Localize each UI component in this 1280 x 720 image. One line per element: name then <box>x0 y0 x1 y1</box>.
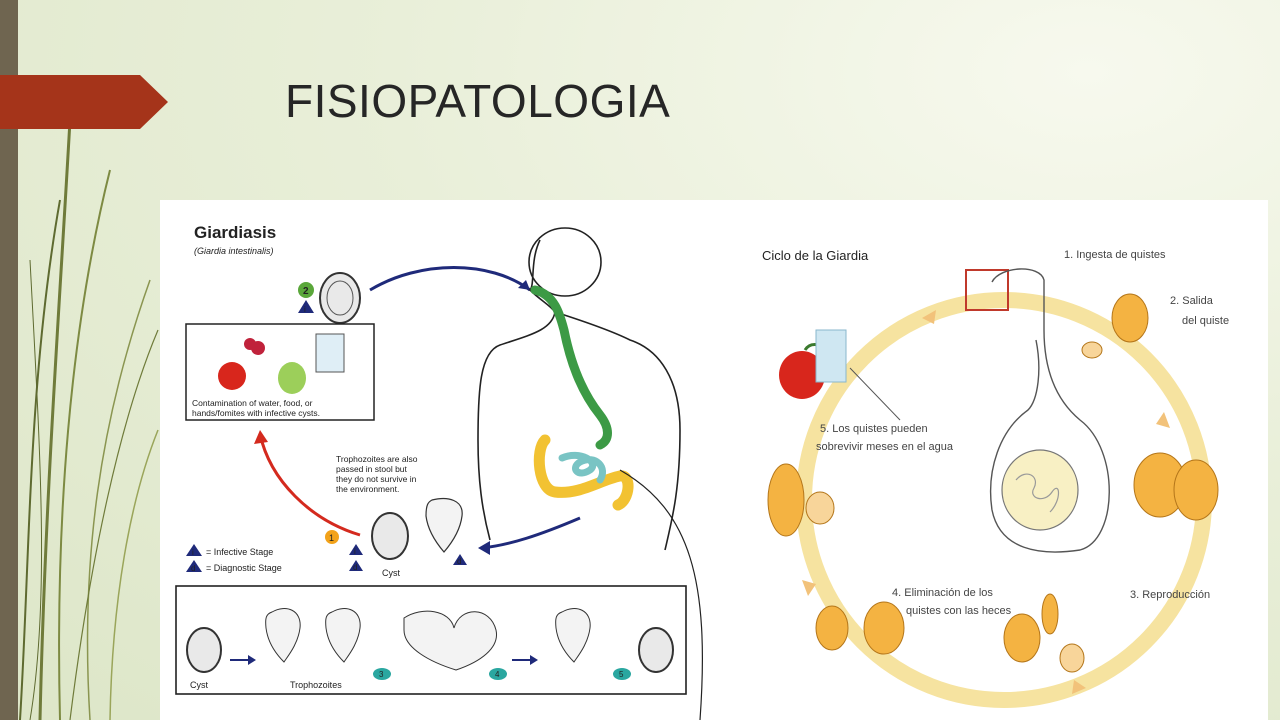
cycle-step-3: 3. Reproducción <box>1130 589 1210 601</box>
cycle-step-4-line2: quistes con las heces <box>906 605 1012 617</box>
strip-cyst-2-icon <box>638 627 674 673</box>
intestine-loops <box>1001 449 1079 531</box>
grass-decoration <box>19 119 159 720</box>
body-outline <box>989 268 1110 553</box>
giardiasis-subtitle: (Giardia intestinalis) <box>194 246 274 256</box>
arrow-from-intestine-head <box>478 541 490 555</box>
cycle-title: Ciclo de la Giardia <box>762 248 869 263</box>
cycle-step-5-line2: sobrevivir meses en el agua <box>816 441 954 453</box>
step-3-marker <box>373 668 391 680</box>
step5-pointer <box>849 367 901 421</box>
step-4-number: 4 <box>495 670 500 679</box>
contamination-text-1: Contamination of water, food, or <box>192 398 313 408</box>
diagram-panel: Giardiasis (Giardia intestinalis) 2 i Co… <box>160 200 1268 720</box>
diagnostic-marker-letter: d <box>353 563 357 572</box>
infective-marker-letter: i <box>304 305 306 314</box>
raspberry-icon-2 <box>244 338 256 350</box>
step-5-marker <box>613 668 631 680</box>
infective-marker-2-icon <box>349 544 363 555</box>
cycle-step-2-line1: 2. Salida <box>1170 295 1214 307</box>
cycle-cyst-left-1 <box>767 463 805 537</box>
pear-icon <box>278 362 306 394</box>
strip-arrow-2-head <box>530 655 538 665</box>
arrow-contamination <box>258 433 361 537</box>
intestine-detail <box>1015 473 1060 513</box>
legend-diagnostic-text: = Diagnostic Stage <box>206 563 282 573</box>
infective-marker-icon <box>298 300 314 313</box>
step-5-number: 5 <box>619 670 624 679</box>
cycle-water-glass-icon <box>815 329 847 383</box>
step-1-number: 1 <box>329 533 334 543</box>
legend-diagnostic-letter: d <box>191 564 195 573</box>
sidebar-band <box>0 0 18 720</box>
arrow-contamination-head <box>254 430 268 444</box>
cyst-icon <box>319 272 361 324</box>
cycle-step-5-line1: 5. Los quistes pueden <box>820 423 928 435</box>
legend-infective-text: = Infective Stage <box>206 547 273 557</box>
cycle-cyst-bottom-2 <box>1059 643 1085 673</box>
arrow-to-mouth-head <box>518 280 530 290</box>
step-4-marker <box>489 668 507 680</box>
trophozoite-note-2: passed in stool but <box>336 464 408 474</box>
stool-cyst-icon <box>371 512 409 560</box>
arrow-to-mouth <box>369 266 531 292</box>
trophozoite-note-3: they do not survive in <box>336 474 417 484</box>
diagram-canvas: Giardiasis (Giardia intestinalis) 2 i Co… <box>175 223 1229 720</box>
legend-infective-letter: i <box>192 548 194 557</box>
diagnostic-marker-2-icon <box>453 554 467 565</box>
arrow-from-intestine <box>481 516 581 550</box>
water-glass-icon <box>315 333 345 373</box>
small-intestine <box>558 451 606 484</box>
strip-trophozoite-1 <box>265 608 301 663</box>
cycle-trophozoite-bottom-3 <box>1041 593 1059 635</box>
cycle-arrow-2 <box>1156 412 1170 428</box>
step-3-number: 3 <box>379 670 384 679</box>
cycle-arrow-4 <box>802 580 816 596</box>
cycle-parasite-reproduction-2 <box>1173 459 1219 521</box>
cycle-arrow-1 <box>922 310 936 324</box>
infective-marker-2-letter: i <box>354 547 356 556</box>
human-silhouette <box>477 239 681 551</box>
cycle-cyst-bottom-1 <box>815 605 849 651</box>
cycle-step-4-line1: 4. Eliminación de los <box>892 587 993 599</box>
cycle-trophozoite-bottom-1 <box>863 601 905 655</box>
cycle-parasite-excyst-1 <box>1111 293 1149 343</box>
strip-cyst-icon <box>186 627 222 673</box>
strip-dividing-trophozoite <box>403 610 497 671</box>
colon <box>533 434 634 511</box>
cycle-step-1: 1. Ingesta de quistes <box>1064 249 1166 261</box>
strip-trophozoite-2 <box>325 608 361 663</box>
trophozoite-note-4: the environment. <box>336 484 399 494</box>
cycle-cyst-left-2 <box>805 491 835 525</box>
esophagus-stomach <box>530 285 612 450</box>
trophozoite-note-1: Trophozoites are also <box>336 454 418 464</box>
strip-trophozoite-3 <box>555 608 591 663</box>
slide-title: FISIOPATOLOGIA <box>285 75 671 127</box>
cycle-step-2-line2: del quiste <box>1182 315 1229 327</box>
contamination-text-2: hands/fomites with infective cysts. <box>192 408 320 418</box>
cyst-label: Cyst <box>382 568 400 578</box>
cycle-parasite-excyst-2 <box>1081 341 1103 359</box>
strip-trophozoites-label: Trophozoites <box>290 680 342 690</box>
strip-arrow-1-head <box>248 655 256 665</box>
cycle-apple-icon <box>779 351 825 399</box>
legend-infective-icon <box>186 544 202 556</box>
trophozoite-icon <box>425 497 463 553</box>
step-1-circle <box>325 530 339 544</box>
apple-icon <box>218 362 246 390</box>
diagnostic-marker-icon <box>349 560 363 571</box>
giardiasis-title: Giardiasis <box>194 223 276 242</box>
cycle-trophozoite-bottom-2 <box>1003 613 1041 663</box>
step-2-number: 2 <box>303 286 309 297</box>
human-head <box>528 227 602 297</box>
mouth-highlight-box <box>965 269 1009 311</box>
cyst-inner <box>326 280 354 316</box>
connector-line <box>619 469 704 720</box>
step-2-circle <box>298 282 314 298</box>
diagnostic-marker-2-letter: d <box>457 557 461 566</box>
legend-diagnostic-icon <box>186 560 202 572</box>
title-arrow-icon <box>0 75 168 129</box>
strip-cyst-label: Cyst <box>190 680 208 690</box>
cycle-arrow-3 <box>1072 680 1086 694</box>
